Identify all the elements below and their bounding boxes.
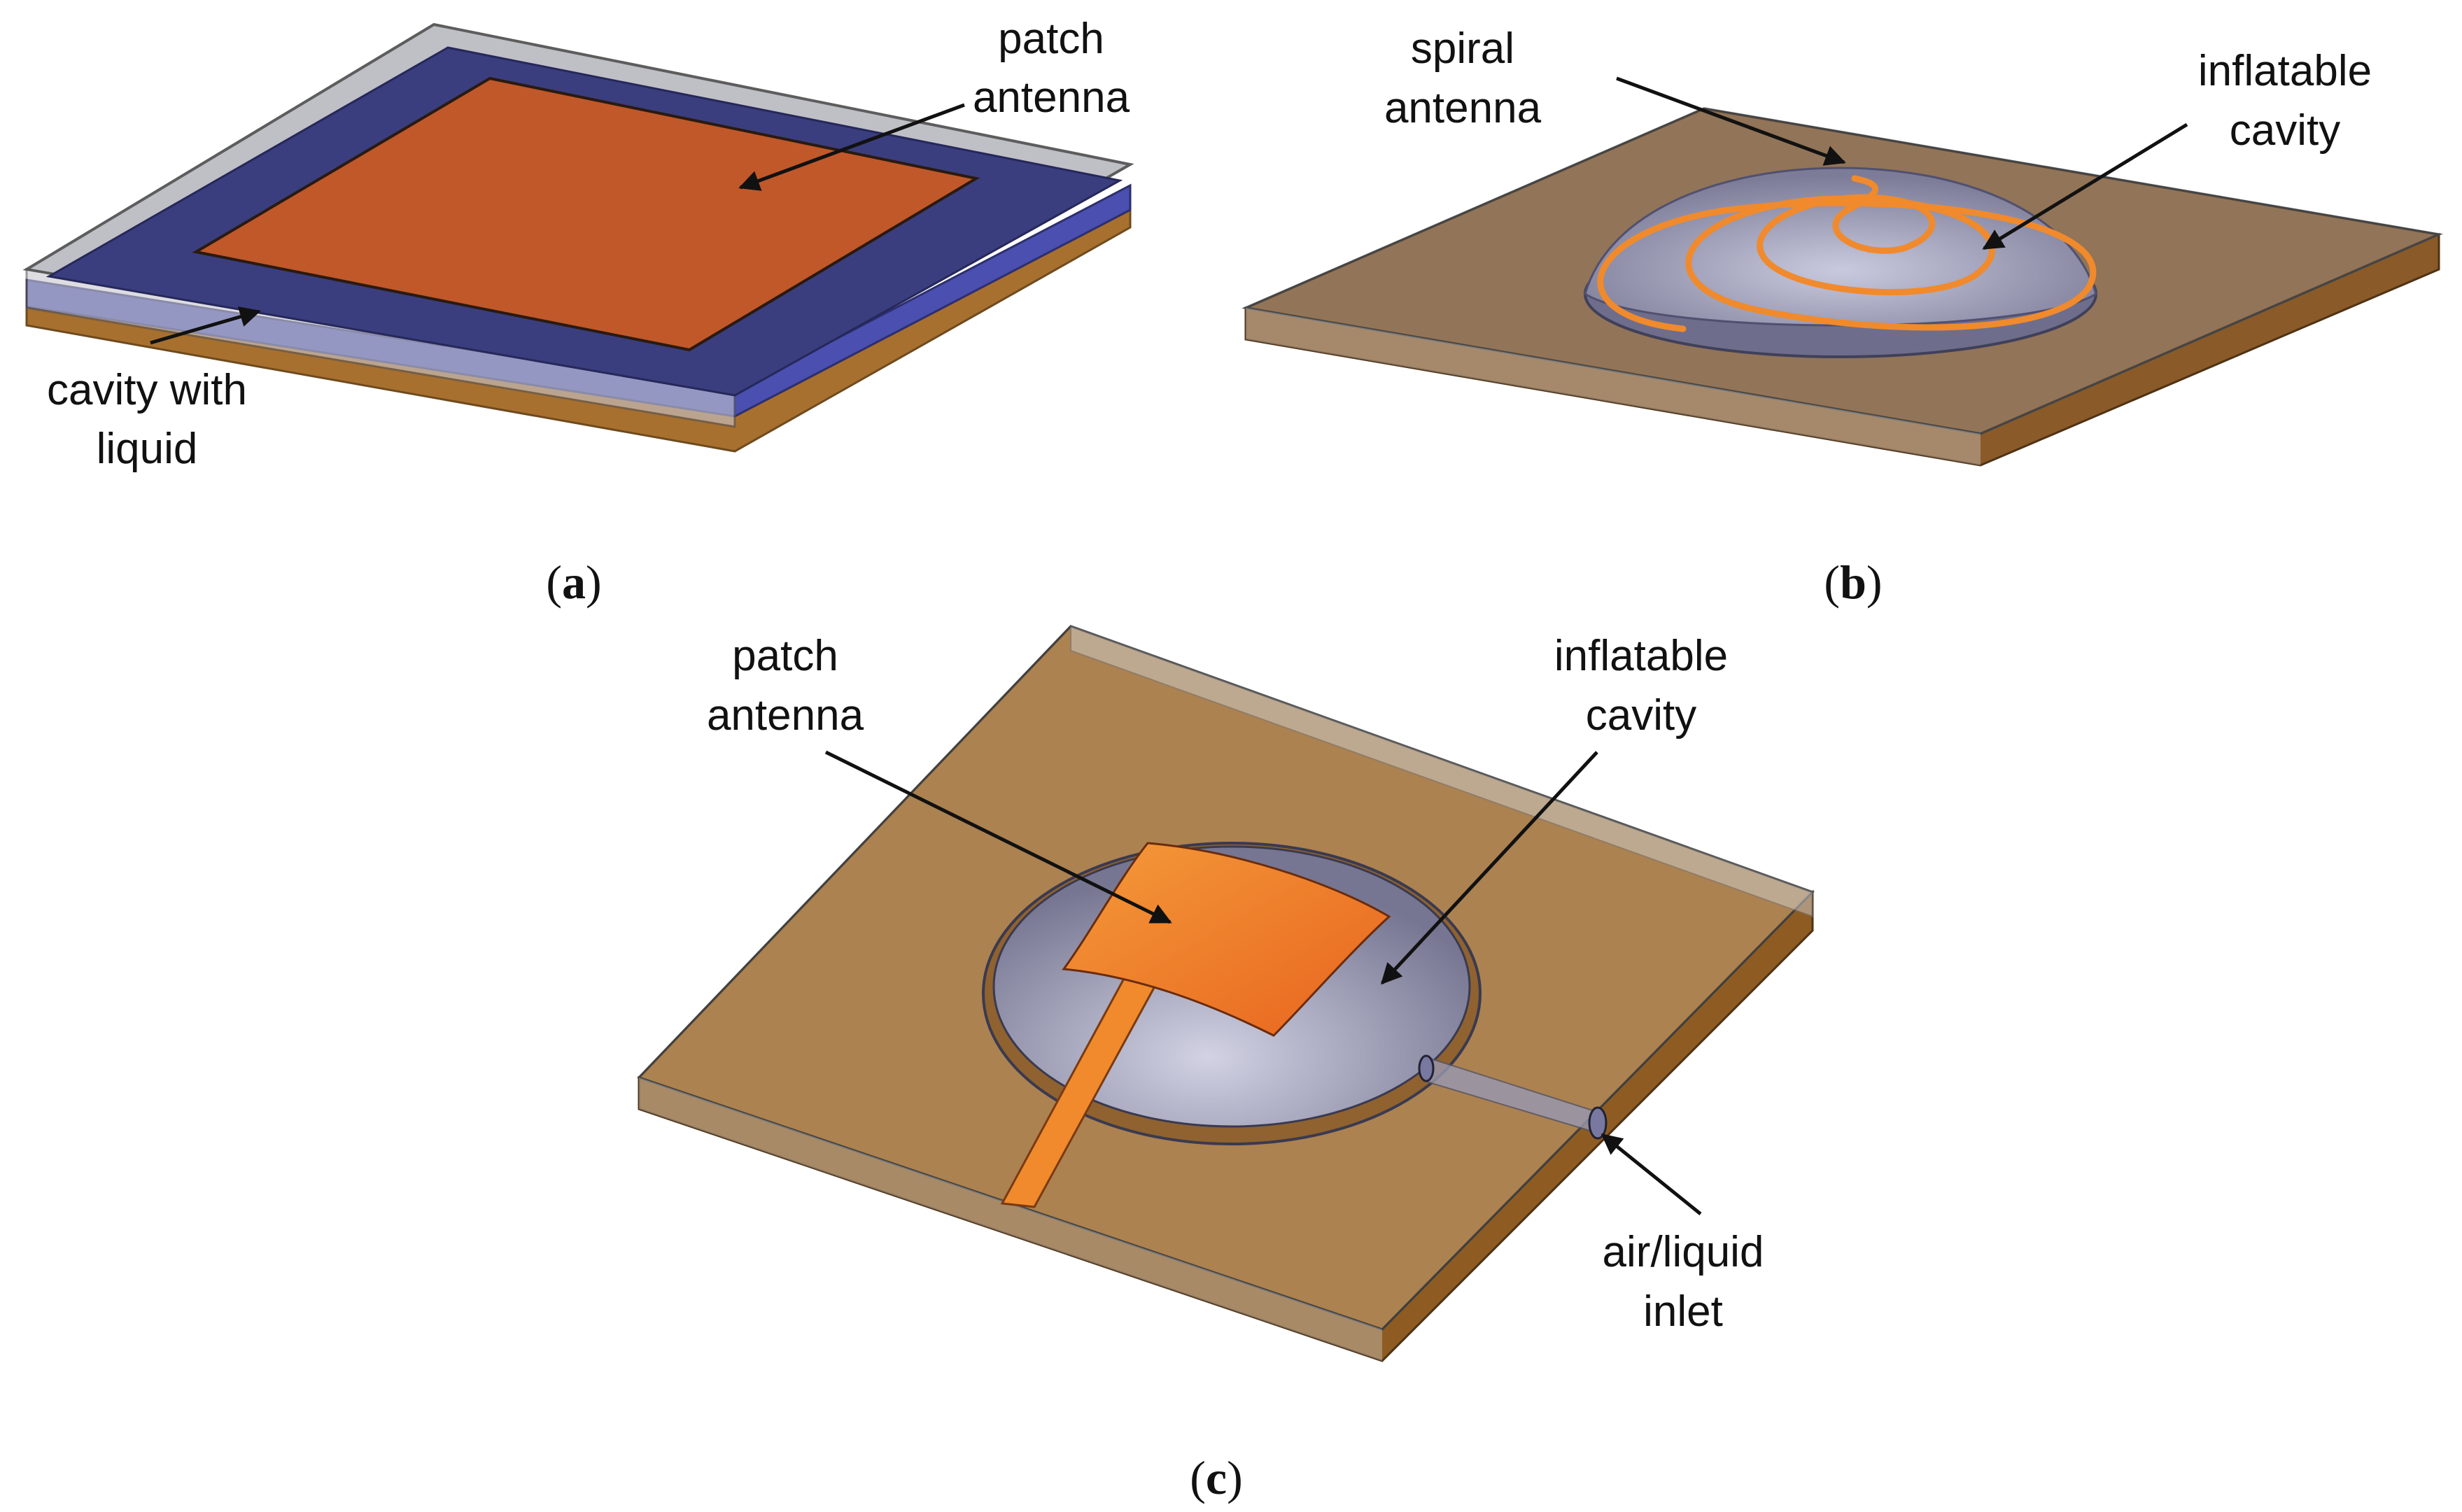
panel-b: spiral antenna inflatable cavity (b) (1241, 24, 2444, 609)
panel-b-spiral-label-line2: antenna (1384, 84, 1542, 132)
panel-c-inlet-port-inner (1418, 1054, 1435, 1082)
panel-a-cavity-label-line2: liquid (97, 425, 198, 473)
panel-b-model (1241, 106, 2444, 467)
panel-c-caption: (c) (1190, 1451, 1243, 1504)
panel-c-glass-side (639, 1078, 1382, 1361)
panel-c-inflatable-label-line2: cavity (1586, 691, 1696, 740)
panel-b-caption: (b) (1824, 556, 1882, 609)
panel-a-patch (192, 76, 980, 352)
panel-c-inlet-arrow (1601, 1133, 1702, 1215)
panel-c-inlet-port (1588, 1106, 1608, 1140)
panel-c-inflatable-label-line1: inflatable (1554, 632, 1728, 680)
panel-c: patch antenna inflatable cavity air/liqu… (636, 624, 1815, 1504)
panel-b-spiral-label-line1: spiral (1411, 24, 1514, 73)
panel-c-patch-label-line1: patch (732, 632, 838, 680)
panel-a-patch-label-line2: antenna (973, 73, 1130, 122)
panel-c-inflatable-arrow (1380, 751, 1598, 985)
panel-b-inflatable-label-line2: cavity (2230, 106, 2340, 155)
panel-b-spiral (1597, 175, 2097, 332)
panel-b-cavity-dome (1584, 167, 2097, 327)
panel-b-spiral-arrow (1616, 76, 1846, 166)
panel-a-patch-arrow (738, 103, 965, 191)
panel-c-patch-label-line2: antenna (707, 691, 864, 740)
panel-b-glass-side (1246, 308, 1981, 465)
panel-c-patch-arrow (824, 750, 1172, 924)
panel-c-glass-back-edge (1070, 625, 1813, 918)
panel-c-inlet-label-line2: inlet (1643, 1287, 1723, 1336)
panel-c-model (636, 624, 1815, 1362)
panel-b-inflatable-arrow (1982, 122, 2188, 250)
panel-b-inflatable-label-line1: inflatable (2198, 47, 2372, 95)
panel-c-patch (1062, 842, 1391, 1037)
panel-a-cavity-label-line1: cavity with (47, 366, 247, 414)
panel-a-caption: (a) (546, 556, 601, 609)
panel-a: patch antenna cavity with liquid (a) (22, 15, 1134, 609)
panel-a-patch-label-line1: patch (998, 15, 1104, 63)
panel-a-cavity-arrow (150, 306, 261, 345)
panel-a-model (22, 22, 1134, 453)
panel-c-inlet-label-line1: air/liquid (1603, 1228, 1764, 1276)
